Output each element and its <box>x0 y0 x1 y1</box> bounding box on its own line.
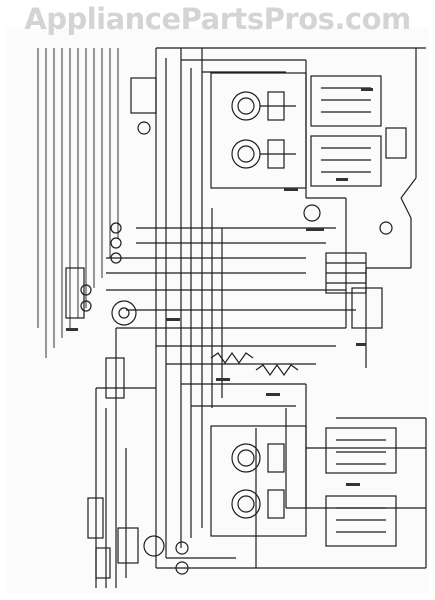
wiring-schematic <box>37 47 427 588</box>
resistor-elements <box>210 351 299 377</box>
left-components <box>65 77 157 399</box>
terminal-block <box>303 204 393 329</box>
lower-switch-block <box>325 427 397 547</box>
component-labels <box>66 88 373 486</box>
upper-switch-block <box>310 75 407 187</box>
wiring-diagram-sheet <box>6 28 429 594</box>
bottom-left-components <box>87 497 189 579</box>
notes-block <box>37 48 119 358</box>
watermark-logo: AppliancePartsPros.com <box>24 2 411 36</box>
lower-element-block <box>210 425 307 537</box>
upper-element-block <box>210 72 307 189</box>
harness-wires <box>95 47 427 588</box>
